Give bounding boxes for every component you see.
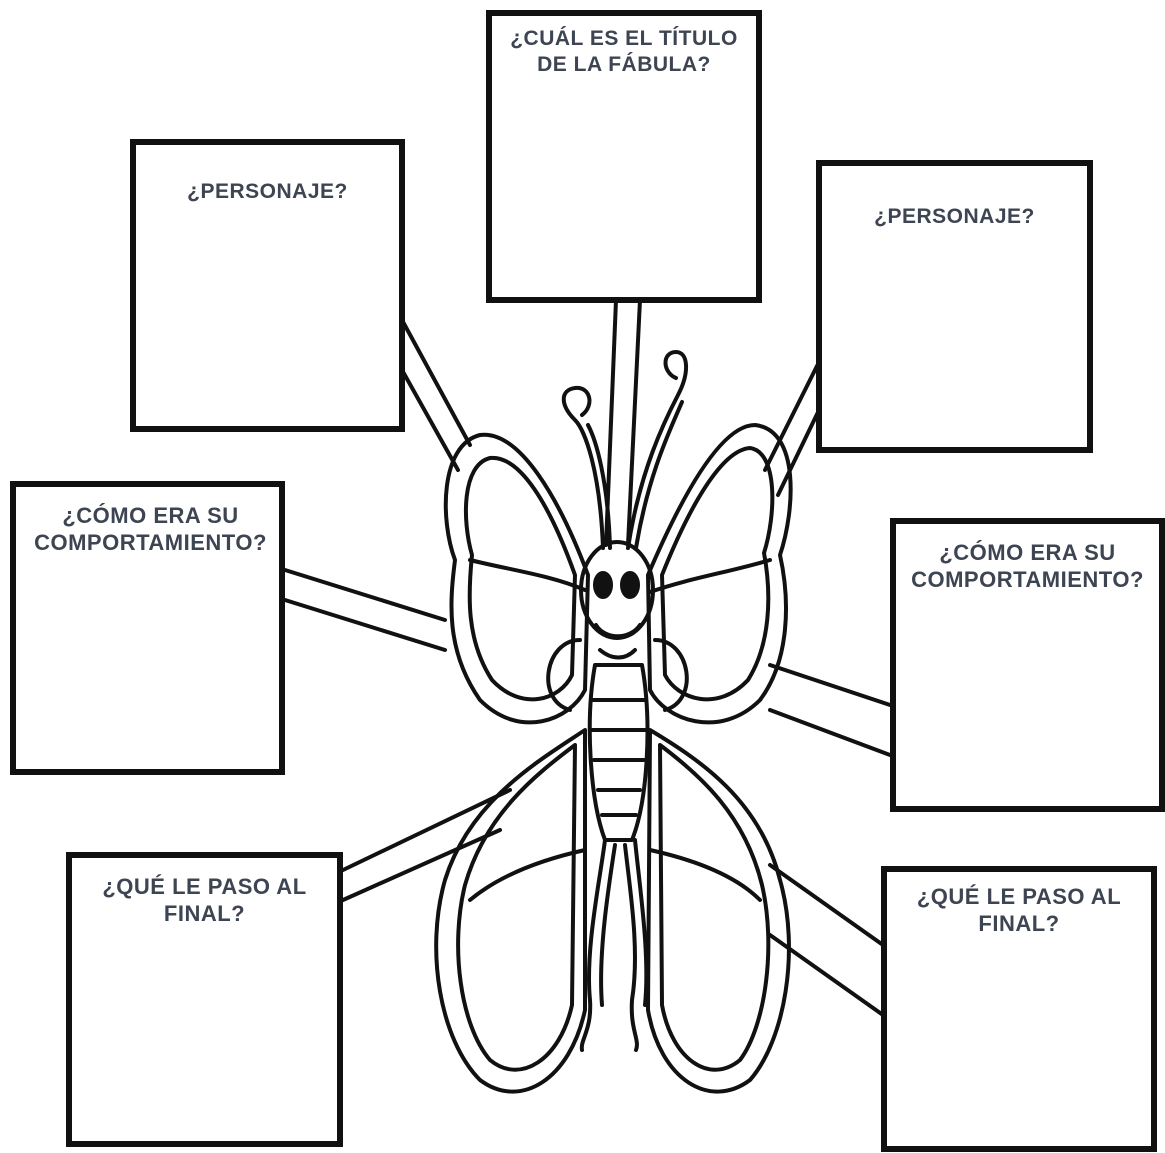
upper-wing-left [446, 435, 588, 723]
ending-prompt-left: ¿QUÉ LE PASO AL FINAL? [72, 874, 337, 928]
behavior-box-right[interactable]: ¿CÓMO ERA SU COMPORTAMIENTO? [890, 518, 1165, 812]
butterfly-legs [582, 840, 647, 1050]
behavior-prompt-right: ¿CÓMO ERA SU COMPORTAMIENTO? [890, 540, 1165, 594]
antennae [564, 352, 686, 548]
connector-behavior-right [770, 665, 890, 755]
butterfly-body [590, 665, 648, 840]
character-box-left[interactable]: ¿PERSONAJE? [130, 139, 405, 432]
arm-right [655, 640, 687, 710]
fable-title-prompt: ¿CUÁL ES EL TÍTULO DE LA FÁBULA? [492, 26, 756, 77]
ending-box-left[interactable]: ¿QUÉ LE PASO AL FINAL? [66, 852, 343, 1147]
character-prompt-left: ¿PERSONAJE? [136, 179, 399, 205]
connector-character-right [765, 360, 820, 495]
fable-title-box[interactable]: ¿CUÁL ES EL TÍTULO DE LA FÁBULA? [486, 10, 762, 303]
butterfly-head [581, 542, 653, 658]
arm-left [548, 640, 580, 710]
upper-wing-right [648, 425, 791, 722]
ending-box-right[interactable]: ¿QUÉ LE PASO AL FINAL? [881, 866, 1157, 1152]
character-box-right[interactable]: ¿PERSONAJE? [816, 160, 1093, 453]
connector-behavior-left [285, 570, 445, 650]
behavior-box-left[interactable]: ¿CÓMO ERA SU COMPORTAMIENTO? [10, 481, 285, 775]
behavior-prompt-left: ¿CÓMO ERA SU COMPORTAMIENTO? [12, 503, 289, 557]
lower-wing-left [436, 730, 585, 1092]
character-prompt-right: ¿PERSONAJE? [822, 204, 1087, 230]
ending-prompt-right: ¿QUÉ LE PASO AL FINAL? [887, 884, 1151, 938]
lower-wing-right [648, 730, 789, 1092]
